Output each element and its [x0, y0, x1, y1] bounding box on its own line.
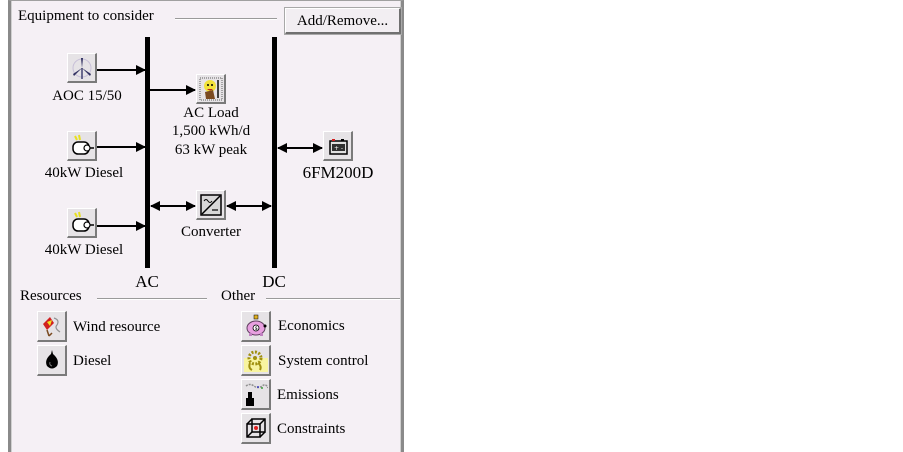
connection-wires [97, 65, 323, 231]
equipment-separator [175, 18, 277, 20]
fuel-drop-icon [46, 350, 58, 369]
ac-load-peak: 63 kW peak [174, 142, 248, 158]
wind-resource-label: Wind resource [73, 319, 161, 335]
wind-resource-button[interactable] [37, 311, 67, 342]
ac-bus-label: AC [135, 272, 159, 291]
other-group-title: Other [219, 288, 258, 305]
battery-icon: + - [329, 139, 348, 155]
economics-button[interactable]: $ [241, 311, 271, 342]
gear-control-icon [244, 350, 268, 372]
diesel-generator-2-button[interactable] [67, 208, 97, 238]
generator-icon [72, 211, 94, 232]
piggy-bank-icon: $ [246, 314, 267, 336]
economics-label: Economics [278, 318, 345, 334]
dc-bus [272, 37, 277, 268]
system-control-button[interactable] [241, 345, 271, 376]
battery-label: 6FM200D [302, 163, 374, 182]
emissions-label: Emissions [277, 387, 339, 403]
diesel-generator-1-button[interactable] [67, 131, 97, 161]
other-separator [266, 298, 400, 300]
constraints-label: Constraints [277, 421, 346, 437]
ac-load-icon [199, 77, 223, 101]
resources-separator [97, 298, 207, 300]
converter-icon [200, 194, 222, 216]
system-control-label: System control [278, 353, 369, 369]
generator-icon [72, 134, 94, 155]
ac-load-button[interactable] [196, 74, 226, 104]
diesel-resource-button[interactable] [37, 345, 67, 376]
converter-button[interactable] [196, 190, 226, 220]
ac-load-energy: 1,500 kWh/d [171, 123, 251, 139]
diesel-resource-label: Diesel [73, 353, 112, 369]
svg-text:$: $ [255, 326, 258, 332]
cube-constraint-icon [246, 418, 266, 438]
diesel-generator-2-label: 40kW Diesel [44, 242, 124, 258]
wind-turbine-label: AOC 15/50 [52, 88, 122, 104]
smokestack-icon [245, 383, 268, 406]
add-remove-button[interactable]: Add/Remove... [284, 7, 402, 35]
emissions-button[interactable] [241, 379, 271, 410]
diesel-generator-1-label: 40kW Diesel [44, 165, 124, 181]
dc-bus-label: DC [262, 272, 286, 291]
ac-bus [145, 37, 150, 268]
svg-text:+ -: + - [334, 145, 343, 152]
ac-load-label: AC Load [183, 105, 239, 121]
battery-button[interactable]: + - [323, 131, 353, 161]
wind-resource-icon [43, 317, 61, 337]
converter-label: Converter [181, 224, 241, 240]
constraints-button[interactable] [241, 413, 271, 444]
resources-group-title: Resources [18, 288, 84, 305]
wind-turbine-icon [72, 58, 92, 79]
equipment-group-title: Equipment to consider [16, 8, 156, 25]
wind-turbine-button[interactable] [67, 53, 97, 83]
